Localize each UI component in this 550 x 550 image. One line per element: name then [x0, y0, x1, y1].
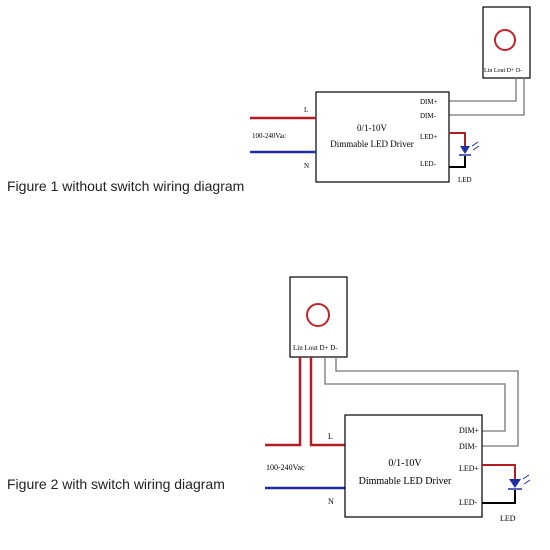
- figure2-dim-minus-label: DIM-: [459, 442, 478, 451]
- figure1-input-voltage: 100-240Vac: [252, 132, 286, 140]
- figure2-driver-line2: Dimmable LED Driver: [359, 476, 452, 487]
- figure2-dimmer-knob-icon: [306, 303, 330, 327]
- figure1-dimmer-knob-icon: [494, 29, 516, 51]
- figure2-live-wire: [265, 357, 302, 447]
- figure1-terminal-L: L: [304, 106, 308, 114]
- figure1-driver-box: [315, 91, 450, 183]
- figure1-dim-minus-label: DIM-: [420, 112, 437, 120]
- figure1-led-plus-label: LED+: [420, 133, 438, 141]
- figure2-dimmer-box: [289, 276, 348, 358]
- figure1-led-minus-wire: [449, 156, 466, 168]
- figure1-driver-line1: 0/1-10V: [357, 123, 387, 133]
- figure2-input-voltage: 100-240Vac: [266, 463, 305, 472]
- figure2-dim-plus-label: DIM+: [459, 426, 480, 435]
- figure1-dimmer-terminals: Lin Lout D+ D-: [484, 68, 522, 74]
- figure1-caption: Figure 1 without switch wiring diagram: [7, 178, 245, 194]
- figure1-led-plus-wire: [449, 132, 466, 146]
- figure2-driver-line1: 0/1-10V: [388, 458, 422, 469]
- figure2-caption: Figure 2 with switch wiring diagram: [7, 476, 225, 492]
- figure2-dimmer-terminals: Lin Lout D+ D-: [293, 344, 338, 352]
- figure1-led-label: LED: [458, 176, 472, 184]
- figure1-dim-plus-wire: [449, 78, 517, 102]
- figure1-led-icon: [459, 141, 480, 156]
- figure2-led-plus-wire: [482, 464, 516, 479]
- figure2-lout-wire: [309, 357, 345, 447]
- figure2-dim-minus-wire: [335, 357, 519, 447]
- figure2-dim-plus-wire: [324, 357, 506, 432]
- figure2-driver-box: [344, 414, 483, 518]
- figure1-terminal-N: N: [304, 162, 309, 170]
- figure2-led-plus-label: LED+: [459, 464, 480, 473]
- figure1-dim-plus-label: DIM+: [420, 98, 438, 106]
- figure1-driver-line2: Dimmable LED Driver: [330, 139, 413, 149]
- figure1-dim-minus-wire: [449, 78, 525, 116]
- figure1-led-minus-label: LED-: [420, 160, 437, 168]
- figure1-diagram: Lin Lout D+ D- 0/1-10V Dimmable LED Driv…: [250, 6, 531, 184]
- figure2-led-minus-label: LED-: [459, 498, 478, 507]
- figure2-led-minus-wire: [482, 490, 516, 504]
- figure1-dimmer-box: [482, 6, 531, 79]
- figure2-led-label: LED: [500, 514, 516, 523]
- figure2-terminal-L: L: [328, 432, 333, 441]
- figure2-diagram: Lin Lout D+ D- 0/1-10V Dimmable LED Driv…: [265, 276, 531, 523]
- figure2-terminal-N: N: [328, 497, 334, 506]
- figure2-led-icon: [508, 474, 531, 490]
